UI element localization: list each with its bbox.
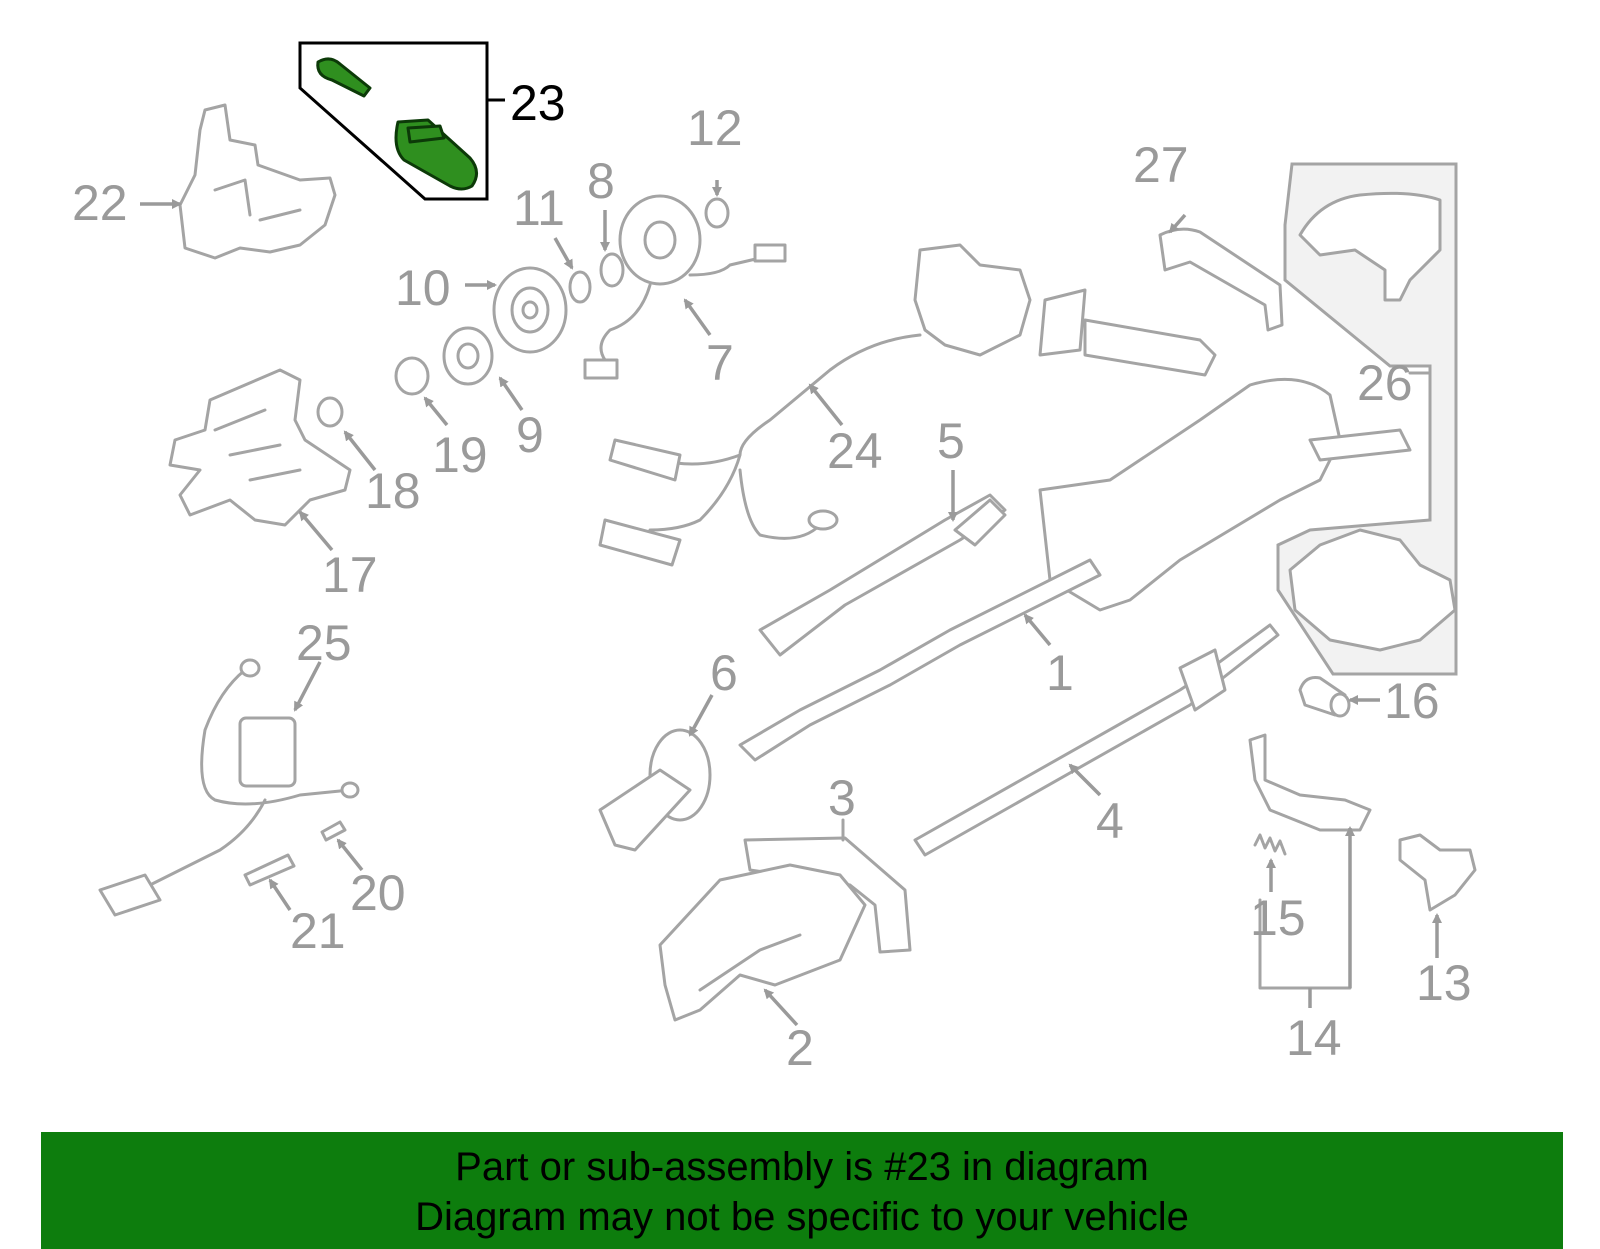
part-8-ring[interactable] <box>599 252 625 288</box>
part-23-lock-cylinder-kit[interactable] <box>298 41 505 201</box>
part-24-wiring-harness[interactable] <box>598 243 1217 567</box>
part-22-housing[interactable] <box>178 103 337 260</box>
leader-lines <box>140 180 1442 1027</box>
part-11-ring[interactable] <box>568 270 592 304</box>
label-27[interactable]: 27 <box>1133 137 1189 193</box>
part-20-clip[interactable] <box>320 820 347 842</box>
label-21[interactable]: 21 <box>290 903 346 959</box>
label-8[interactable]: 8 <box>587 153 615 209</box>
label-23[interactable]: 23 <box>510 75 566 131</box>
part-21-pin[interactable] <box>243 853 296 887</box>
label-10[interactable]: 10 <box>395 260 451 316</box>
label-12[interactable]: 12 <box>687 100 743 156</box>
label-7[interactable]: 7 <box>706 335 734 391</box>
part-10-pulley[interactable] <box>492 266 568 354</box>
part-19-bushing[interactable] <box>394 356 430 396</box>
part-15-spring[interactable] <box>1253 833 1287 856</box>
part-2-housing[interactable] <box>658 863 867 1022</box>
label-14[interactable]: 14 <box>1286 1010 1342 1066</box>
label-9[interactable]: 9 <box>516 407 544 463</box>
part-27-cover[interactable] <box>1158 227 1284 332</box>
banner-line-2: Diagram may not be specific to your vehi… <box>415 1195 1189 1239</box>
part-14-tilt-lever-kit[interactable] <box>1248 733 1372 990</box>
callout-labels: 23 22 10 11 8 12 7 9 19 18 17 24 5 27 26… <box>72 75 1472 1076</box>
label-20[interactable]: 20 <box>350 865 406 921</box>
label-11[interactable]: 11 <box>513 180 565 236</box>
part-17-housing[interactable] <box>168 368 352 527</box>
part-4-lower-shaft[interactable] <box>913 623 1280 857</box>
part-16-bushing[interactable] <box>1298 676 1351 718</box>
label-18[interactable]: 18 <box>365 463 421 519</box>
label-1[interactable]: 1 <box>1046 645 1074 701</box>
part-1-steering-column[interactable] <box>738 377 1412 762</box>
label-5[interactable]: 5 <box>937 413 965 469</box>
label-26[interactable]: 26 <box>1357 355 1413 411</box>
parts-diagram: 23 22 10 11 8 12 7 9 19 18 17 24 5 27 26… <box>72 41 1477 1076</box>
label-6[interactable]: 6 <box>710 645 738 701</box>
part-18-bushing[interactable] <box>316 396 344 428</box>
label-22[interactable]: 22 <box>72 175 128 231</box>
part-9-washer[interactable] <box>442 326 494 386</box>
label-4[interactable]: 4 <box>1096 793 1124 849</box>
part-5-intermediate-shaft[interactable] <box>758 493 1007 657</box>
diagram-notice-banner: Part or sub-assembly is #23 in diagram D… <box>41 1132 1563 1249</box>
label-25[interactable]: 25 <box>296 615 352 671</box>
label-19[interactable]: 19 <box>432 427 488 483</box>
part-7-clockspring[interactable] <box>583 194 787 380</box>
label-16[interactable]: 16 <box>1384 673 1440 729</box>
part-26-column-covers[interactable] <box>1276 162 1458 676</box>
label-15[interactable]: 15 <box>1250 890 1306 946</box>
part-13-lever[interactable] <box>1398 833 1477 912</box>
label-17[interactable]: 17 <box>322 547 378 603</box>
part-6-boot[interactable] <box>598 728 712 852</box>
label-13[interactable]: 13 <box>1416 955 1472 1011</box>
banner-line-1: Part or sub-assembly is #23 in diagram <box>455 1145 1149 1189</box>
label-24[interactable]: 24 <box>827 423 883 479</box>
label-3[interactable]: 3 <box>828 770 856 826</box>
part-12-ring[interactable] <box>704 197 730 229</box>
label-2[interactable]: 2 <box>786 1020 814 1076</box>
part-25-module[interactable] <box>98 658 360 917</box>
